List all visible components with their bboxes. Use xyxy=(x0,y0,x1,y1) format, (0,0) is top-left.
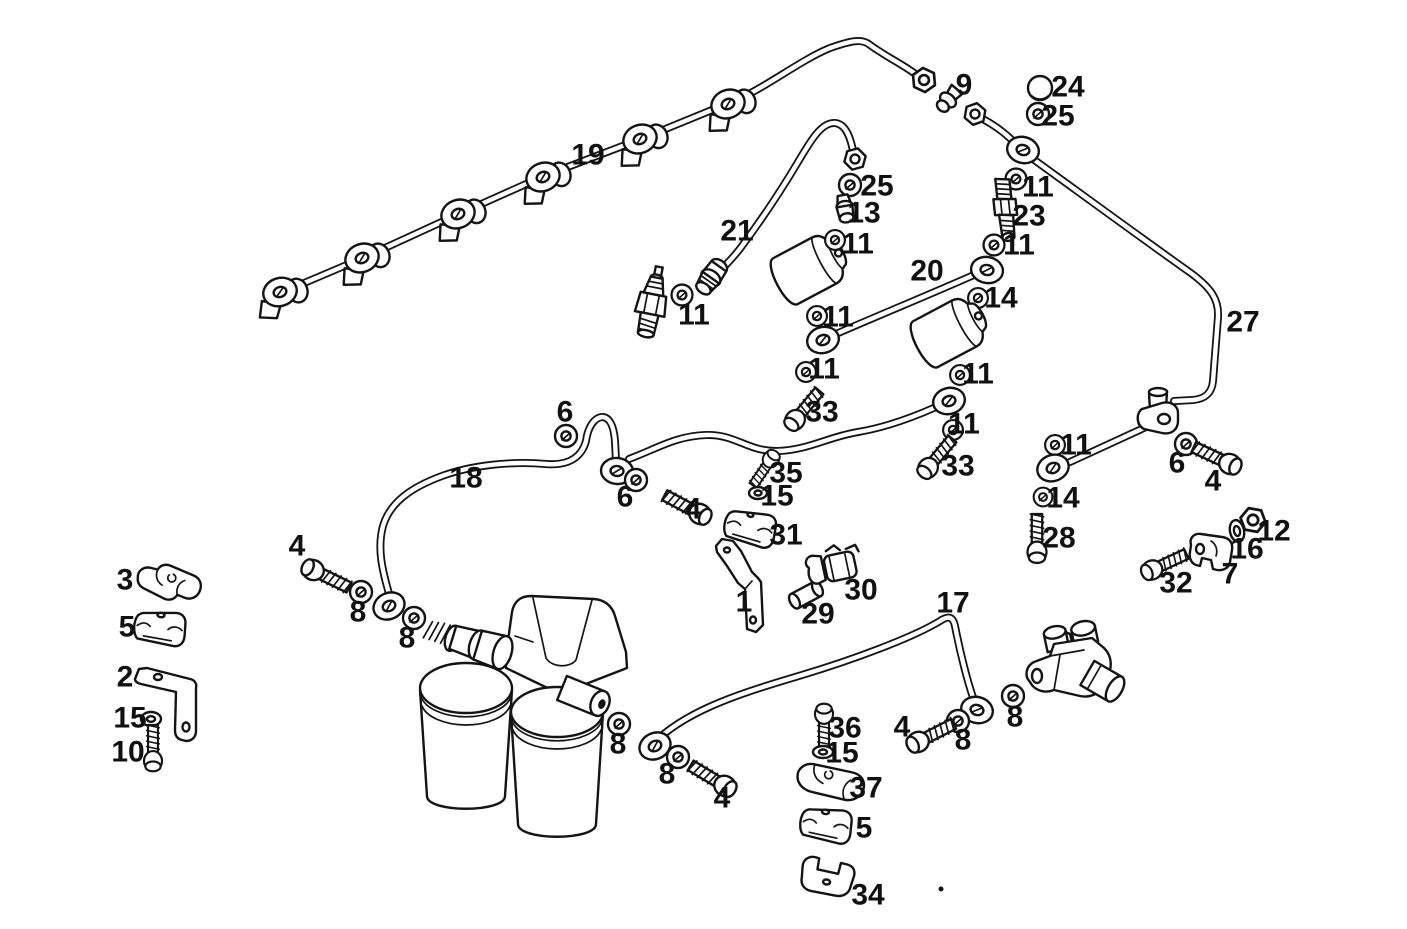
part-label-8: 8 xyxy=(1007,701,1024,734)
part-label-4: 4 xyxy=(894,711,911,744)
part-label-9: 9 xyxy=(956,69,973,102)
washer-15 xyxy=(811,744,835,760)
clamp-5 xyxy=(132,611,187,648)
part-label-6: 6 xyxy=(617,481,634,514)
washer-11 xyxy=(982,233,1006,257)
clevis-7 xyxy=(1188,532,1234,572)
part-label-11: 11 xyxy=(948,408,980,441)
part-label-33: 33 xyxy=(805,396,838,429)
bracket-2 xyxy=(133,666,198,743)
part-label-37: 37 xyxy=(849,772,882,805)
part-label-11: 11 xyxy=(842,228,874,261)
tee-fitting-27 xyxy=(1136,386,1180,435)
cap-24 xyxy=(1026,74,1054,102)
part-label-17: 17 xyxy=(936,587,969,620)
part-label-34: 34 xyxy=(851,879,885,912)
clamp-3 xyxy=(136,563,203,601)
part-label-7: 7 xyxy=(1222,558,1239,591)
fuel-filter-assembly xyxy=(418,594,629,838)
part-label-36: 36 xyxy=(828,712,861,745)
clamp-34 xyxy=(800,855,856,898)
filter-inlet-fitting xyxy=(422,620,514,671)
part-label-4: 4 xyxy=(1205,465,1222,498)
part-label-13: 13 xyxy=(847,197,880,230)
part-label-12: 12 xyxy=(1257,515,1290,548)
part-label-25: 25 xyxy=(860,170,893,203)
part-label-18: 18 xyxy=(449,462,482,495)
washer-15 xyxy=(139,710,163,728)
part-label-31: 31 xyxy=(769,519,802,552)
part-label-32: 32 xyxy=(1159,567,1192,600)
part-label-16: 16 xyxy=(1230,533,1263,566)
washer-25 xyxy=(837,172,863,198)
part-label-20: 20 xyxy=(910,255,943,288)
filter-canister-right xyxy=(509,685,605,838)
part-label-8: 8 xyxy=(610,728,627,761)
part-label-4: 4 xyxy=(685,493,702,526)
sensor xyxy=(633,265,668,339)
fitting-13 xyxy=(835,193,855,224)
bracket-1 xyxy=(714,537,765,634)
part-label-8: 8 xyxy=(350,596,367,629)
part-label-11: 11 xyxy=(808,353,840,386)
ring-16 xyxy=(1228,518,1246,544)
part-label-1: 1 xyxy=(736,586,753,619)
speck xyxy=(938,886,944,892)
part-label-11: 11 xyxy=(962,358,994,391)
part-label-28: 28 xyxy=(1042,522,1075,555)
part-label-3: 3 xyxy=(117,564,134,597)
part-label-4: 4 xyxy=(289,530,306,563)
clamp-37 xyxy=(796,762,866,802)
filter-outlet-stub xyxy=(555,674,611,718)
part-label-23: 23 xyxy=(1012,200,1045,233)
part-label-6: 6 xyxy=(1169,447,1186,480)
part-label-4: 4 xyxy=(714,782,731,815)
part-label-15: 15 xyxy=(113,702,146,735)
part-label-15: 15 xyxy=(760,480,793,513)
part-label-14: 14 xyxy=(984,282,1018,315)
part-label-11: 11 xyxy=(1060,429,1092,462)
part-label-8: 8 xyxy=(659,758,676,791)
part-label-19: 19 xyxy=(571,139,604,172)
part-label-2: 2 xyxy=(117,661,134,694)
part-label-24: 24 xyxy=(1051,71,1085,104)
part-label-11: 11 xyxy=(822,301,854,334)
part-label-5: 5 xyxy=(856,812,873,845)
pipe21-end-fitting xyxy=(695,257,729,296)
part-label-6: 6 xyxy=(557,396,574,429)
sleeve-29 xyxy=(787,580,825,610)
part-label-11: 11 xyxy=(1022,171,1054,204)
part-label-33: 33 xyxy=(941,450,974,483)
part-label-14: 14 xyxy=(1046,482,1080,515)
fitting-9 xyxy=(935,83,964,113)
clamp-5 xyxy=(799,808,853,845)
part-label-10: 10 xyxy=(111,736,144,769)
part-label-25: 25 xyxy=(1041,100,1074,133)
filter-canister-left xyxy=(418,661,514,810)
part-label-35: 35 xyxy=(769,457,802,490)
washer-15 xyxy=(747,485,769,501)
part-label-5: 5 xyxy=(119,611,136,644)
pump-assembly xyxy=(1025,619,1126,703)
clamp-31 xyxy=(723,510,778,549)
part-label-30: 30 xyxy=(844,574,877,607)
part-label-15: 15 xyxy=(825,737,858,770)
part-label-27: 27 xyxy=(1226,306,1259,339)
clamp-30 xyxy=(804,543,860,585)
part-label-29: 29 xyxy=(801,598,834,631)
part-label-8: 8 xyxy=(955,724,972,757)
part-label-11: 11 xyxy=(1003,229,1035,262)
union-bolt-23 xyxy=(992,177,1019,243)
part-label-11: 11 xyxy=(678,299,710,332)
part-label-21: 21 xyxy=(720,215,753,248)
part-label-8: 8 xyxy=(399,622,416,655)
